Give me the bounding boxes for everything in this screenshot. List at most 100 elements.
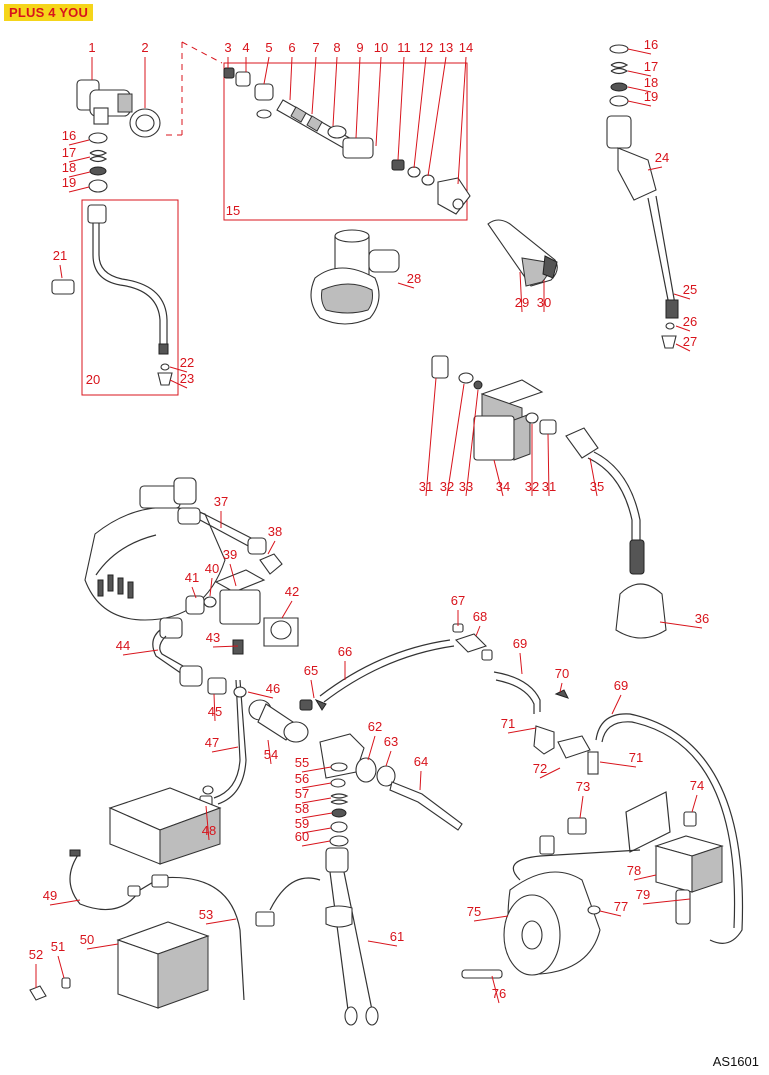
- callout-leader-58: [301, 812, 333, 819]
- callout-leader-24: [647, 166, 663, 171]
- callout-leader-68: [475, 625, 481, 637]
- probe-61: [325, 847, 379, 1026]
- callout-label-26: 26: [683, 314, 697, 329]
- callout-leader-74: [691, 794, 698, 813]
- callout-leader-51: [57, 955, 65, 979]
- callout-leader-13: [427, 56, 447, 177]
- pipe-37-38: [177, 507, 283, 575]
- callout-leader-32: [446, 383, 465, 497]
- callout-label-71: 71: [629, 750, 643, 765]
- callout-label-54: 54: [264, 747, 278, 762]
- callout-label-73: 73: [576, 779, 590, 794]
- tube-69: [493, 671, 744, 944]
- callout-leader-69: [519, 652, 523, 675]
- callout-leader-63: [385, 750, 392, 767]
- callout-label-21: 21: [53, 248, 67, 263]
- callout-leader-19: [68, 186, 90, 193]
- callout-leader-19: [627, 100, 652, 107]
- froth-nozzle-29: [487, 219, 558, 287]
- pump-valve-39: [185, 569, 299, 655]
- callout-label-38: 38: [268, 524, 282, 539]
- callout-label-16: 16: [62, 128, 76, 143]
- callout-leader-28: [397, 282, 415, 289]
- callout-label-69: 69: [513, 636, 527, 651]
- steam-bracket-28: [310, 229, 400, 325]
- callout-label-65: 65: [304, 663, 318, 678]
- document-code: AS1601: [712, 1054, 759, 1069]
- callout-leader-27: [675, 343, 691, 352]
- callout-leader-22: [169, 366, 188, 373]
- motor-75: [461, 849, 641, 979]
- callout-leader-34: [493, 459, 504, 497]
- callout-leader-17: [68, 156, 91, 163]
- wiring-49: [69, 849, 245, 1001]
- callout-label-19: 19: [644, 89, 658, 104]
- callout-label-68: 68: [473, 609, 487, 624]
- left-seal-stack: [88, 132, 108, 193]
- callout-label-14: 14: [459, 40, 473, 55]
- callout-leader-8: [332, 56, 338, 127]
- callout-leader-9: [355, 56, 361, 139]
- callout-label-58: 58: [295, 801, 309, 816]
- callout-label-9: 9: [356, 40, 363, 55]
- callout-leader-5: [263, 56, 270, 85]
- callout-leader-46: [247, 691, 274, 699]
- callout-label-76: 76: [492, 986, 506, 1001]
- callout-leader-71: [507, 727, 537, 734]
- callout-label-45: 45: [208, 704, 222, 719]
- model-badge: PLUS 4 YOU: [4, 4, 94, 21]
- callout-label-48: 48: [202, 823, 216, 838]
- callout-label-1: 1: [88, 40, 95, 55]
- callout-leader-7: [311, 56, 317, 115]
- steam-pipe-20: [51, 204, 173, 386]
- callout-label-33: 33: [459, 479, 473, 494]
- callout-label-24: 24: [655, 150, 669, 165]
- callout-leader-36: [659, 621, 703, 629]
- callout-leader-61: [367, 940, 398, 947]
- callout-label-69: 69: [614, 678, 628, 693]
- callout-label-13: 13: [439, 40, 453, 55]
- group-15-frame: [223, 62, 468, 221]
- tap-assembly: [223, 67, 471, 215]
- callout-label-78: 78: [627, 863, 641, 878]
- callout-label-6: 6: [288, 40, 295, 55]
- callout-label-51: 51: [51, 939, 65, 954]
- callout-label-47: 47: [205, 735, 219, 750]
- callout-leader-17: [627, 70, 652, 77]
- callout-label-40: 40: [205, 561, 219, 576]
- callout-label-31: 31: [542, 479, 556, 494]
- callout-leader-16: [627, 48, 652, 55]
- callout-label-63: 63: [384, 734, 398, 749]
- callout-leader-44: [122, 649, 159, 656]
- callout-label-77: 77: [614, 899, 628, 914]
- callout-leader-18: [627, 86, 652, 93]
- callout-leader-62: [367, 735, 376, 761]
- callout-leader-41: [191, 586, 197, 599]
- callout-label-18: 18: [62, 160, 76, 175]
- callout-label-20: 20: [86, 372, 100, 387]
- callout-leader-48: [205, 805, 210, 841]
- callout-label-7: 7: [312, 40, 319, 55]
- transformer: [108, 787, 222, 865]
- callout-leader-25: [673, 293, 691, 300]
- callout-label-2: 2: [141, 40, 148, 55]
- callout-leader-69: [611, 694, 622, 715]
- callout-leader-39: [229, 563, 237, 587]
- callout-leader-65: [310, 679, 315, 699]
- callout-leader-70: [559, 682, 563, 693]
- callout-leader-6: [289, 56, 293, 101]
- callout-leader-53: [205, 918, 237, 925]
- callout-label-27: 27: [683, 334, 697, 349]
- callout-label-75: 75: [467, 904, 481, 919]
- callout-label-36: 36: [695, 611, 709, 626]
- callout-label-22: 22: [180, 355, 194, 370]
- callout-leader-10: [375, 56, 382, 147]
- right-steam-wand: [606, 44, 679, 349]
- callout-leader-43: [212, 645, 239, 648]
- callout-leader-47: [211, 746, 239, 753]
- callout-leader-73: [579, 795, 584, 819]
- seal-stack-55-60: [329, 762, 349, 847]
- callout-label-28: 28: [407, 271, 421, 286]
- callout-label-56: 56: [295, 771, 309, 786]
- callout-label-4: 4: [242, 40, 249, 55]
